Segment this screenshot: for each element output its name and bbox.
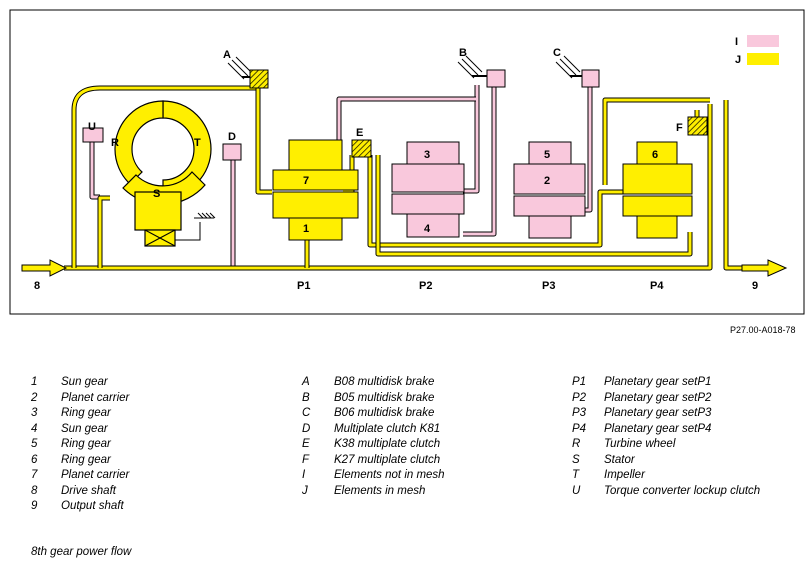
legend-key: 5	[31, 438, 38, 450]
legend-key: 1	[31, 376, 38, 388]
legend-text: B06 multidisk brake	[334, 407, 435, 419]
legend-key: I	[302, 469, 306, 481]
brake-B	[457, 55, 506, 88]
legend-key: S	[572, 453, 580, 466]
label-P2: P2	[419, 280, 432, 292]
power-flow-diagram: I J	[9, 9, 805, 315]
legend-key: B	[302, 391, 310, 404]
element-label-5: 5	[544, 149, 550, 161]
clutch-D	[222, 143, 242, 161]
element-label-2: 2	[544, 175, 550, 187]
figure-caption: 8th gear power flow	[31, 546, 132, 558]
legend-key: P3	[572, 407, 587, 419]
legend-key: U	[572, 484, 581, 497]
planetary-set-P1	[272, 139, 359, 241]
drive-shaft-arrow	[21, 259, 68, 277]
legend-text: Planetary gear setP1	[604, 376, 712, 388]
legend-key: J	[302, 484, 308, 497]
clutch-E	[351, 139, 372, 158]
label-P3: P3	[542, 280, 555, 292]
key-swatch-not-in-mesh	[747, 35, 779, 47]
brake-C	[555, 55, 600, 88]
legend-key: P1	[572, 376, 587, 388]
converter-label-U: U	[88, 121, 96, 133]
legend-text: Ring gear	[61, 407, 111, 419]
legend-text: Ring gear	[61, 453, 111, 466]
brake-label-B: B	[459, 47, 467, 59]
legend-text: K38 multiplate clutch	[334, 438, 441, 450]
element-label-7: 7	[303, 175, 309, 187]
legend-text: B08 multidisk brake	[334, 376, 435, 388]
element-label-3: 3	[424, 149, 430, 161]
legend-key: P2	[572, 391, 587, 404]
legend-text: Planetary gear setP4	[604, 422, 712, 435]
legend-text: Multiplate clutch K81	[334, 422, 441, 435]
legend-text: Planet carrier	[61, 469, 130, 481]
planetary-set-P3	[513, 141, 586, 239]
legend-key: P4	[572, 422, 587, 435]
legend-text: Ring gear	[61, 438, 111, 450]
converter-label-R: R	[111, 137, 119, 149]
clutch-label-F: F	[676, 122, 683, 134]
label-P1: P1	[297, 280, 310, 292]
legend-key: 3	[31, 407, 38, 419]
legend-text: Impeller	[604, 469, 645, 481]
legend-key: E	[302, 438, 310, 450]
legend-key: 8	[31, 484, 38, 497]
key-letter-I: I	[735, 36, 738, 48]
element-label-4: 4	[424, 223, 431, 235]
legend-key: C	[302, 407, 311, 419]
legend-key: 6	[31, 453, 38, 466]
yellow-paths	[64, 85, 742, 271]
brake-label-A: A	[223, 49, 231, 61]
legend-text: Stator	[604, 453, 635, 466]
legend-text: Elements not in mesh	[334, 469, 445, 481]
legend-text: Drive shaft	[61, 484, 116, 497]
brake-A	[227, 56, 269, 89]
output-shaft-arrow	[741, 259, 788, 277]
legend-key: 4	[31, 422, 38, 435]
clutch-label-D: D	[228, 131, 236, 143]
brake-label-C: C	[553, 47, 561, 59]
planetary-set-P2	[391, 141, 465, 238]
clutch-label-E: E	[356, 127, 363, 139]
figure-reference: P27.00-A018-78	[730, 325, 796, 335]
torque-converter	[82, 100, 216, 247]
planetary-set-P4	[622, 141, 693, 239]
label-drive-shaft-8: 8	[34, 280, 40, 292]
legend-key: D	[302, 422, 311, 435]
legend-key: R	[572, 438, 581, 450]
lockup-clutch-U	[82, 127, 104, 143]
legend-text: Sun gear	[61, 422, 108, 435]
legend-text: Turbine wheel	[604, 438, 676, 450]
legend-key: F	[302, 453, 310, 466]
label-output-shaft-9: 9	[752, 280, 758, 292]
key-letter-J: J	[735, 54, 741, 66]
legend-key: 2	[31, 391, 38, 404]
legend-text: Sun gear	[61, 376, 108, 388]
clutch-F	[687, 116, 708, 136]
key-swatch-in-mesh	[747, 53, 779, 65]
legend-key: T	[572, 469, 580, 481]
legend-text: B05 multidisk brake	[334, 391, 435, 404]
legend-text: Torque converter lockup clutch	[604, 484, 761, 497]
legend-text: Planetary gear setP3	[604, 407, 712, 419]
legend-key: 7	[31, 469, 38, 481]
converter-label-S: S	[153, 188, 160, 200]
legend-text: K27 multiplate clutch	[334, 453, 441, 466]
label-P4: P4	[650, 280, 664, 292]
element-label-6: 6	[652, 149, 658, 161]
element-label-1: 1	[303, 223, 309, 235]
legend-text: Elements in mesh	[334, 484, 426, 497]
legend-text: Planet carrier	[61, 391, 130, 404]
converter-label-T: T	[194, 137, 201, 149]
legend-key: A	[302, 376, 310, 388]
pink-paths	[89, 85, 593, 268]
legend-key: 9	[31, 500, 38, 512]
legend-text: Planetary gear setP2	[604, 391, 712, 404]
legend-text: Output shaft	[61, 500, 124, 512]
